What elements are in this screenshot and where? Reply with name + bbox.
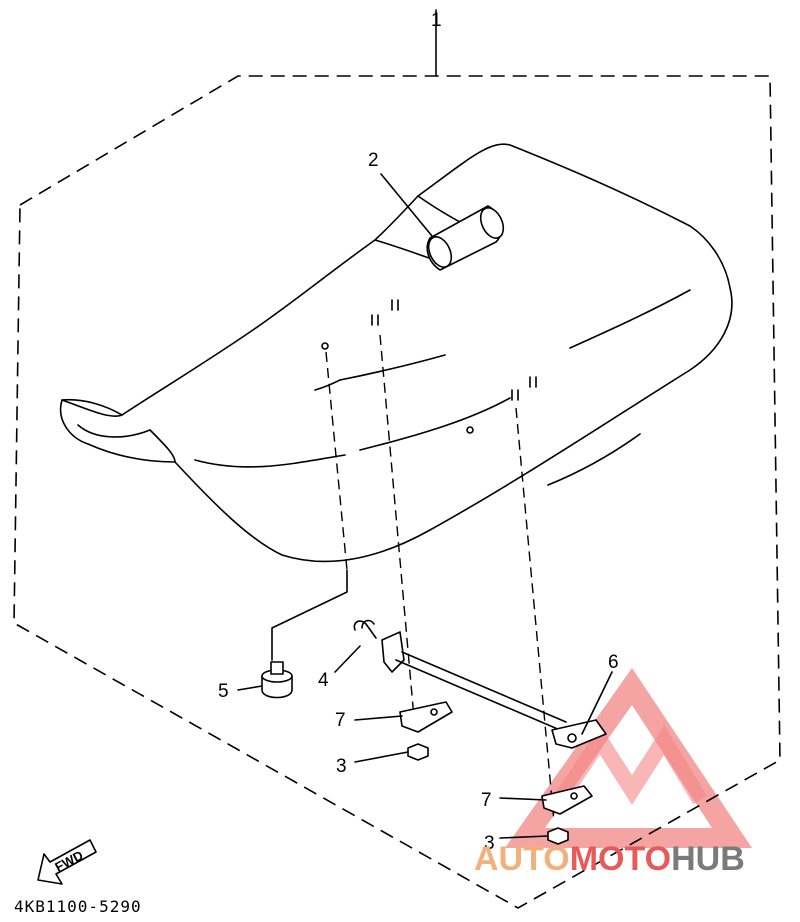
fwd-arrow-icon	[37, 839, 97, 885]
watermark-text: AUTOMOTOHUB	[474, 840, 745, 878]
callout-3-upper: 3	[336, 756, 347, 777]
callout-7-lower: 7	[481, 790, 492, 811]
guide-lines	[271, 9, 555, 823]
part-7-bracket-upper	[399, 701, 453, 733]
callout-5: 5	[218, 681, 229, 702]
callout-2: 2	[368, 150, 379, 171]
callout-6: 6	[608, 652, 619, 673]
assembly-boundary	[13, 75, 781, 909]
part-7-bracket-lower	[541, 785, 593, 815]
fwd-arrow: FWD	[37, 839, 97, 885]
watermark-triangle-icon	[505, 668, 752, 848]
part-4-clip	[353, 619, 377, 639]
part-5-damper	[261, 661, 293, 699]
watermark-logo	[505, 668, 752, 848]
part-2-tube	[426, 205, 505, 271]
leader-lines	[237, 173, 613, 839]
watermark-moto: MOTO	[570, 840, 671, 878]
callout-3-lower: 3	[484, 833, 495, 854]
seat	[59, 143, 733, 563]
latch-assembly	[381, 631, 607, 749]
watermark-m-icon	[553, 724, 707, 805]
callout-4: 4	[318, 670, 329, 691]
part-3-nut-upper	[407, 743, 429, 761]
diagram-code: 4KB1100-5290	[14, 897, 142, 916]
callout-7-upper: 7	[335, 710, 346, 731]
watermark-hub: HUB	[671, 840, 745, 878]
callout-1: 1	[431, 10, 442, 31]
watermark-auto: AUTO	[474, 840, 570, 878]
part-3-nut-lower	[547, 827, 569, 845]
fwd-label: FWD	[52, 848, 85, 875]
